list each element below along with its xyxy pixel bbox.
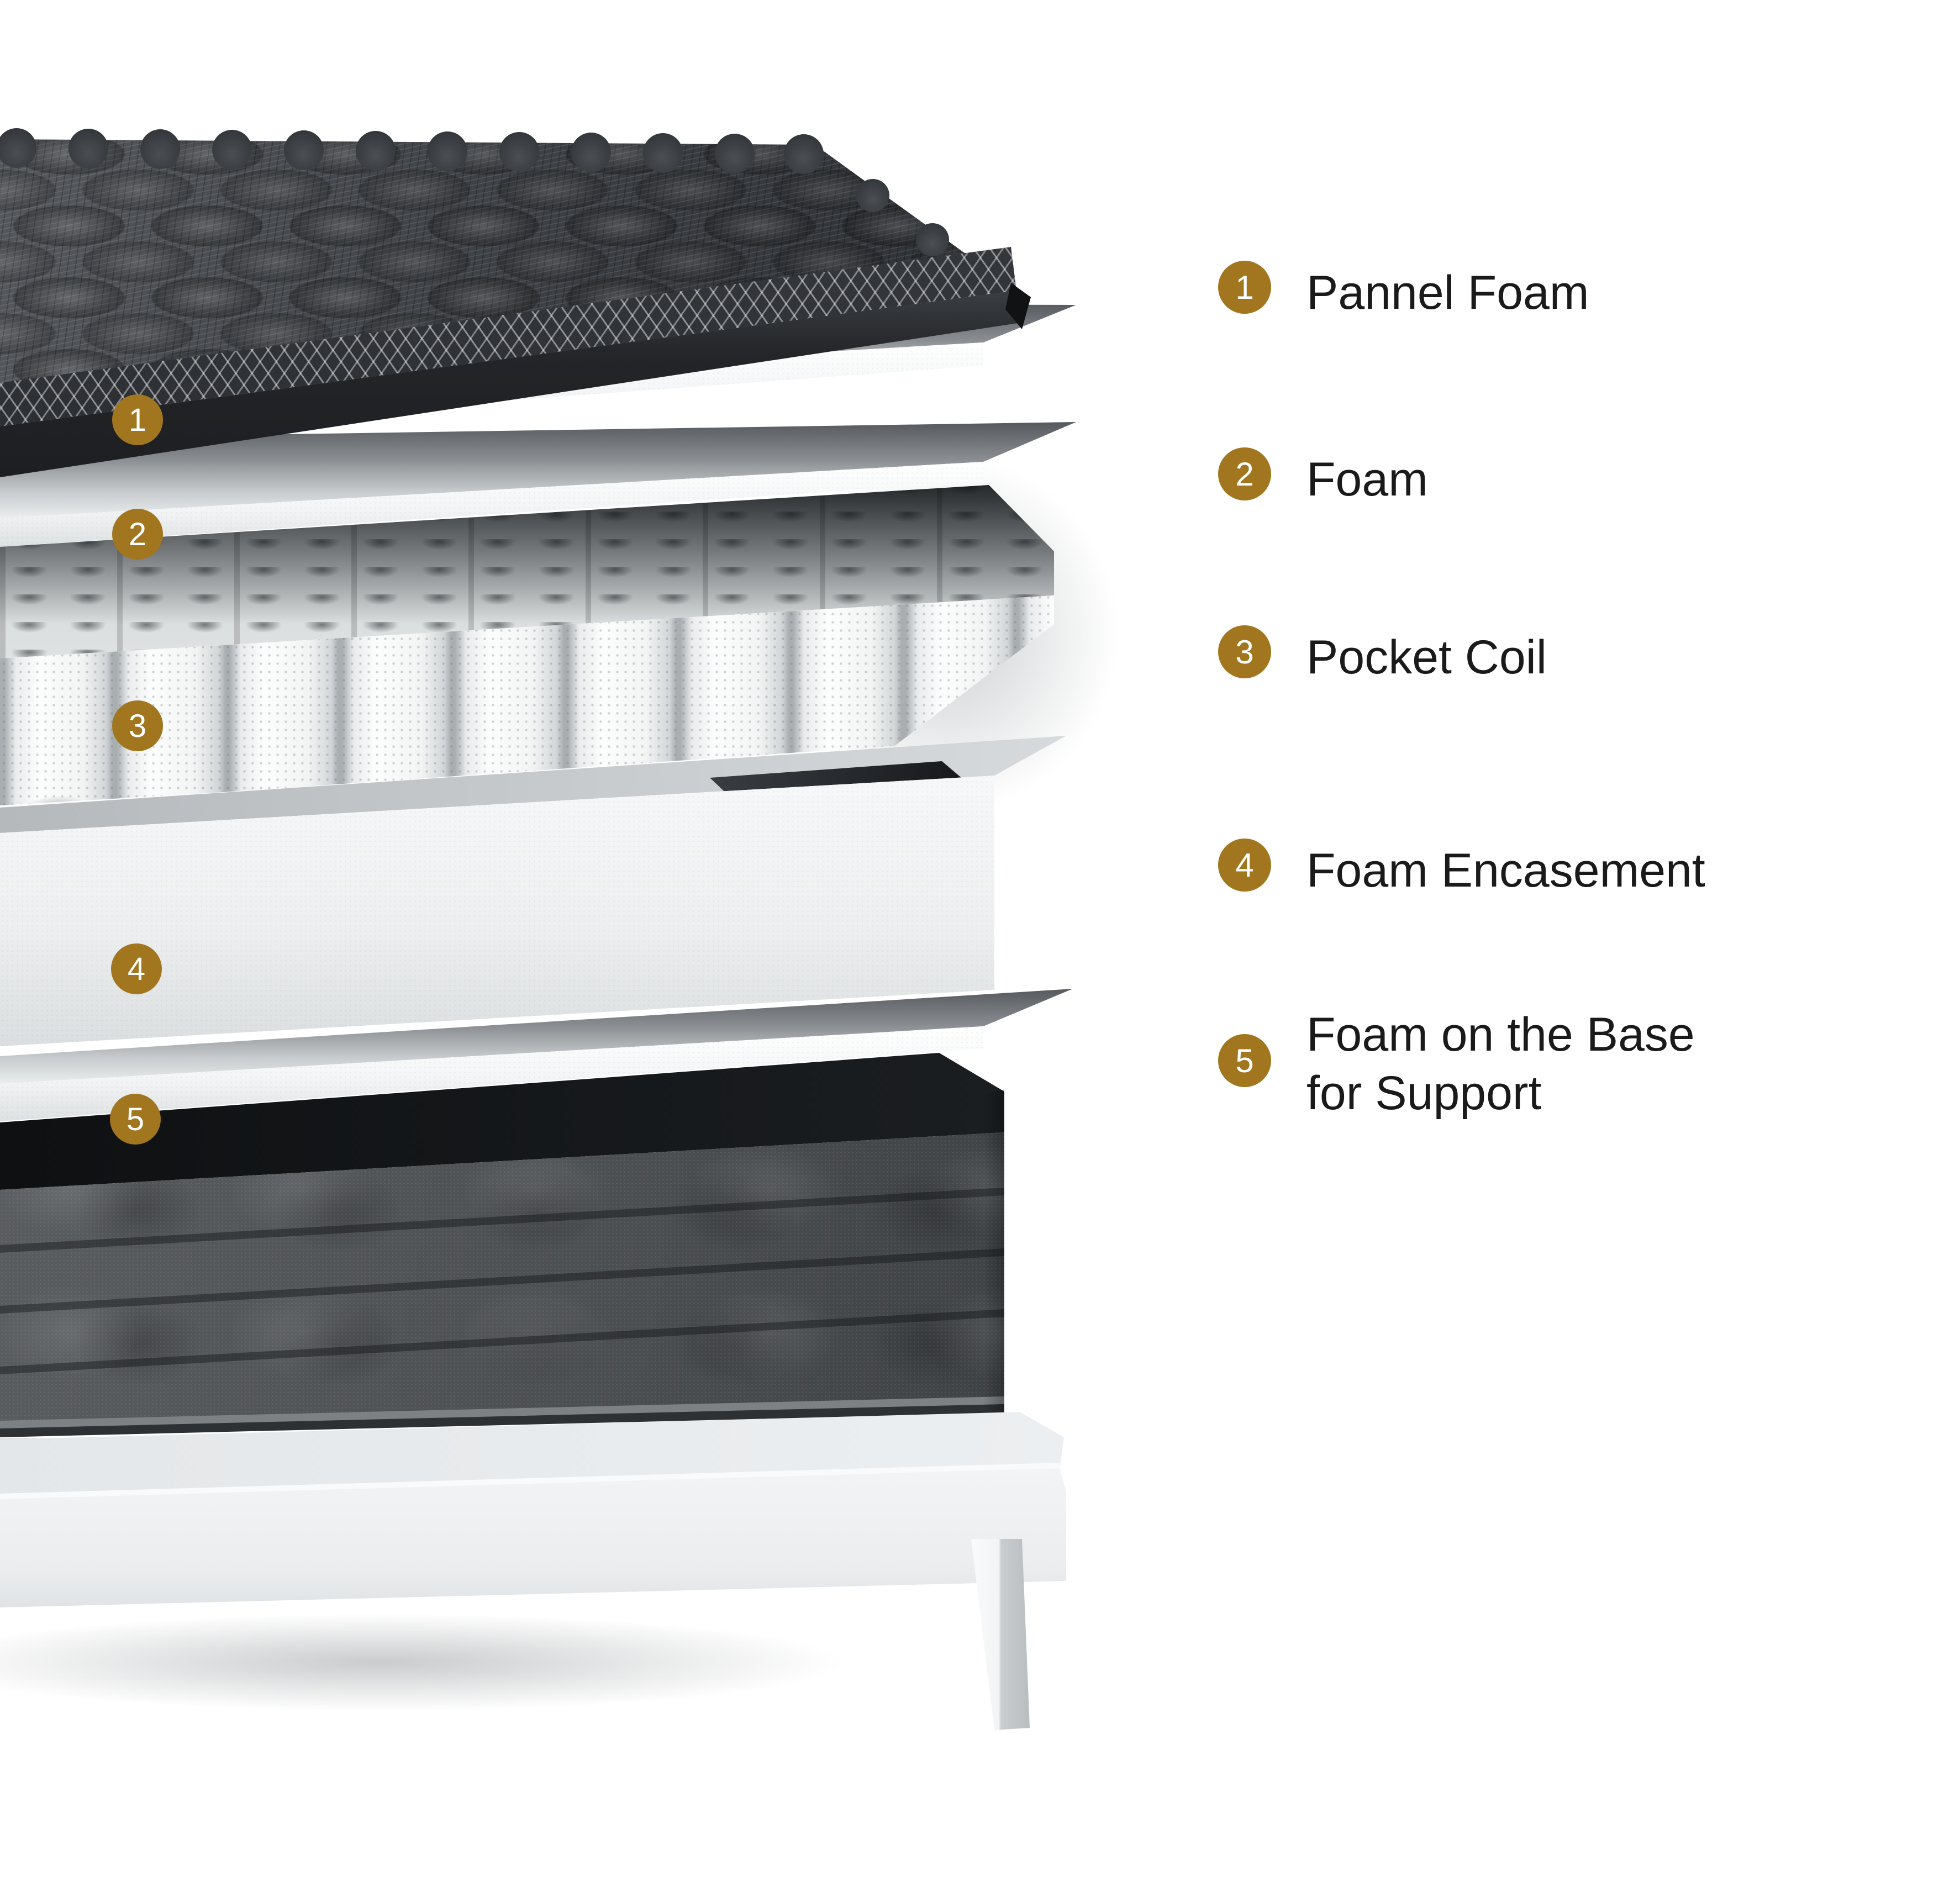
panel-scallop: [356, 131, 396, 171]
marker-badge-1: 1: [112, 394, 163, 445]
legend-label-5: Foam on the Base for Support: [1306, 1005, 1695, 1122]
marker-badge-3: 3: [112, 700, 163, 751]
panel-scallop: [571, 133, 611, 172]
panel-scallop: [856, 179, 889, 212]
panel-scallop: [284, 130, 324, 170]
panel-scallop: [428, 131, 467, 171]
legend-label-2: Foam: [1306, 453, 1428, 506]
marker-number: 3: [128, 708, 147, 744]
panel-scallop: [212, 130, 252, 170]
legend-badge-1: 1: [1218, 261, 1271, 314]
legend-number: 4: [1235, 846, 1254, 884]
legend-number: 5: [1235, 1042, 1254, 1079]
legend-badge-4: 4: [1218, 839, 1271, 892]
legend-label-4: Foam Encasement: [1306, 844, 1705, 897]
legend-badge-5: 5: [1218, 1034, 1271, 1087]
legend-label-5-line1: Foam on the Base: [1306, 1008, 1695, 1061]
panel-scallop: [916, 223, 949, 256]
marker-badge-4: 4: [111, 943, 162, 994]
marker-number: 1: [128, 402, 147, 438]
legend-number: 2: [1235, 455, 1254, 493]
panel-scallop: [140, 129, 180, 169]
marker-badge-5: 5: [110, 1094, 161, 1145]
base-seam: [0, 1188, 1004, 1253]
panel-scallop: [643, 133, 683, 173]
base-seam: [0, 1309, 1004, 1374]
panel-scallop: [784, 134, 824, 174]
legend-badge-2: 2: [1218, 447, 1271, 500]
base-mattress-front: [0, 1132, 1004, 1436]
marker-badge-2: 2: [112, 509, 163, 560]
marker-number: 5: [126, 1101, 145, 1137]
panel-scallop: [715, 134, 755, 173]
base-seam: [0, 1248, 1004, 1314]
legend-label-1: Pannel Foam: [1306, 266, 1589, 319]
marker-number: 2: [128, 516, 147, 552]
legend-label-5-line2: for Support: [1306, 1067, 1542, 1120]
floor-shadow: [0, 1574, 1271, 1806]
panel-scallop: [499, 132, 539, 172]
panel-scallop: [69, 129, 108, 168]
panel-scallop: [0, 128, 36, 168]
base-right-edge-shade: [983, 1089, 1004, 1419]
legend-number: 1: [1235, 268, 1254, 306]
legend-number: 3: [1235, 633, 1254, 671]
legend-label-3: Pocket Coil: [1306, 631, 1547, 684]
legend-badge-3: 3: [1218, 625, 1271, 678]
marker-number: 4: [127, 951, 146, 987]
